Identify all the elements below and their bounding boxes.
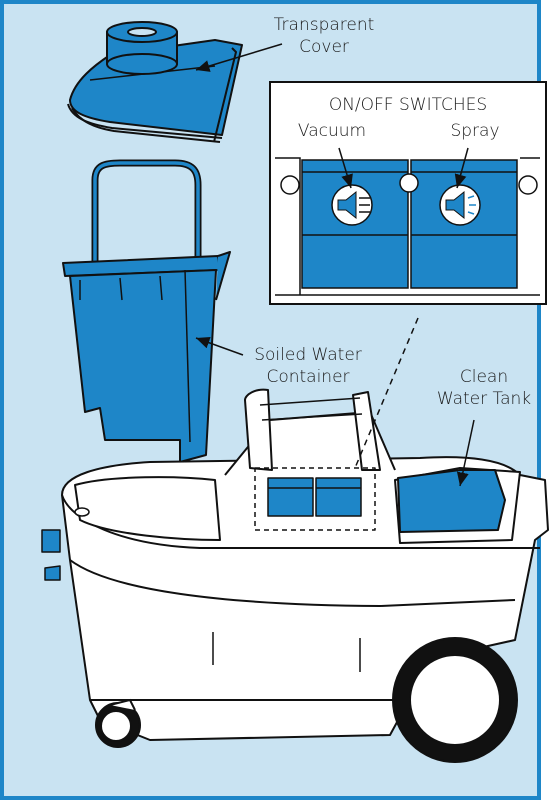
cover-label-line1: Transparent [264, 14, 384, 36]
soiled-label-line1: Soiled Water [243, 344, 373, 366]
transparent-cover [68, 22, 242, 142]
soiled-container-label: Soiled Water Container [243, 344, 373, 388]
clean-label-line1: Clean [428, 366, 540, 388]
vacuum-label: Vacuum [292, 120, 372, 142]
clean-tank-label: Clean Water Tank [428, 366, 540, 410]
soiled-label-line2: Container [243, 366, 373, 388]
cover-label: Transparent Cover [264, 14, 384, 58]
clean-label-line2: Water Tank [428, 388, 540, 410]
soiled-water-container [63, 163, 230, 462]
spray-label: Spray [440, 120, 510, 142]
cover-label-line2: Cover [264, 36, 384, 58]
switches-title: ON/OFF SWITCHES [270, 94, 546, 116]
